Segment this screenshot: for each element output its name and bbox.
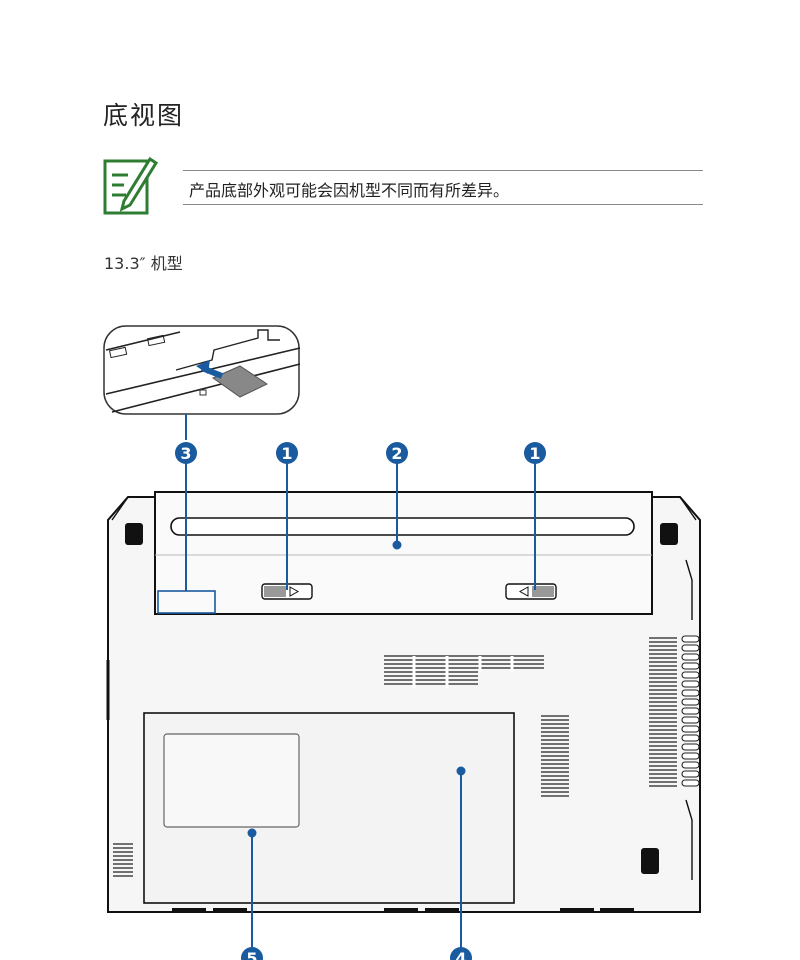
note-bottom-rule <box>183 204 703 205</box>
callout-3: 3 <box>175 442 197 464</box>
note-text: 产品底部外观可能会因机型不同而有所差异。 <box>189 181 510 200</box>
note-top-rule <box>183 170 703 171</box>
callout-1-left: 1 <box>276 442 298 464</box>
callout-4: 4 <box>450 947 472 960</box>
laptop-body <box>106 491 701 913</box>
svg-text:1: 1 <box>529 444 540 463</box>
svg-text:3: 3 <box>180 444 191 463</box>
note-icon <box>103 156 158 215</box>
svg-text:4: 4 <box>455 949 466 960</box>
model-label: 13.3″ 机型 <box>104 254 183 273</box>
svg-text:5: 5 <box>246 949 257 960</box>
battery-lock-right <box>505 583 557 600</box>
callout-1-right: 1 <box>524 442 546 464</box>
card-slot-inset <box>103 325 301 415</box>
callout-2: 2 <box>386 442 408 464</box>
page-title: 底视图 <box>103 101 185 130</box>
svg-text:2: 2 <box>391 444 402 463</box>
callout-5: 5 <box>241 947 263 960</box>
svg-text:1: 1 <box>281 444 292 463</box>
